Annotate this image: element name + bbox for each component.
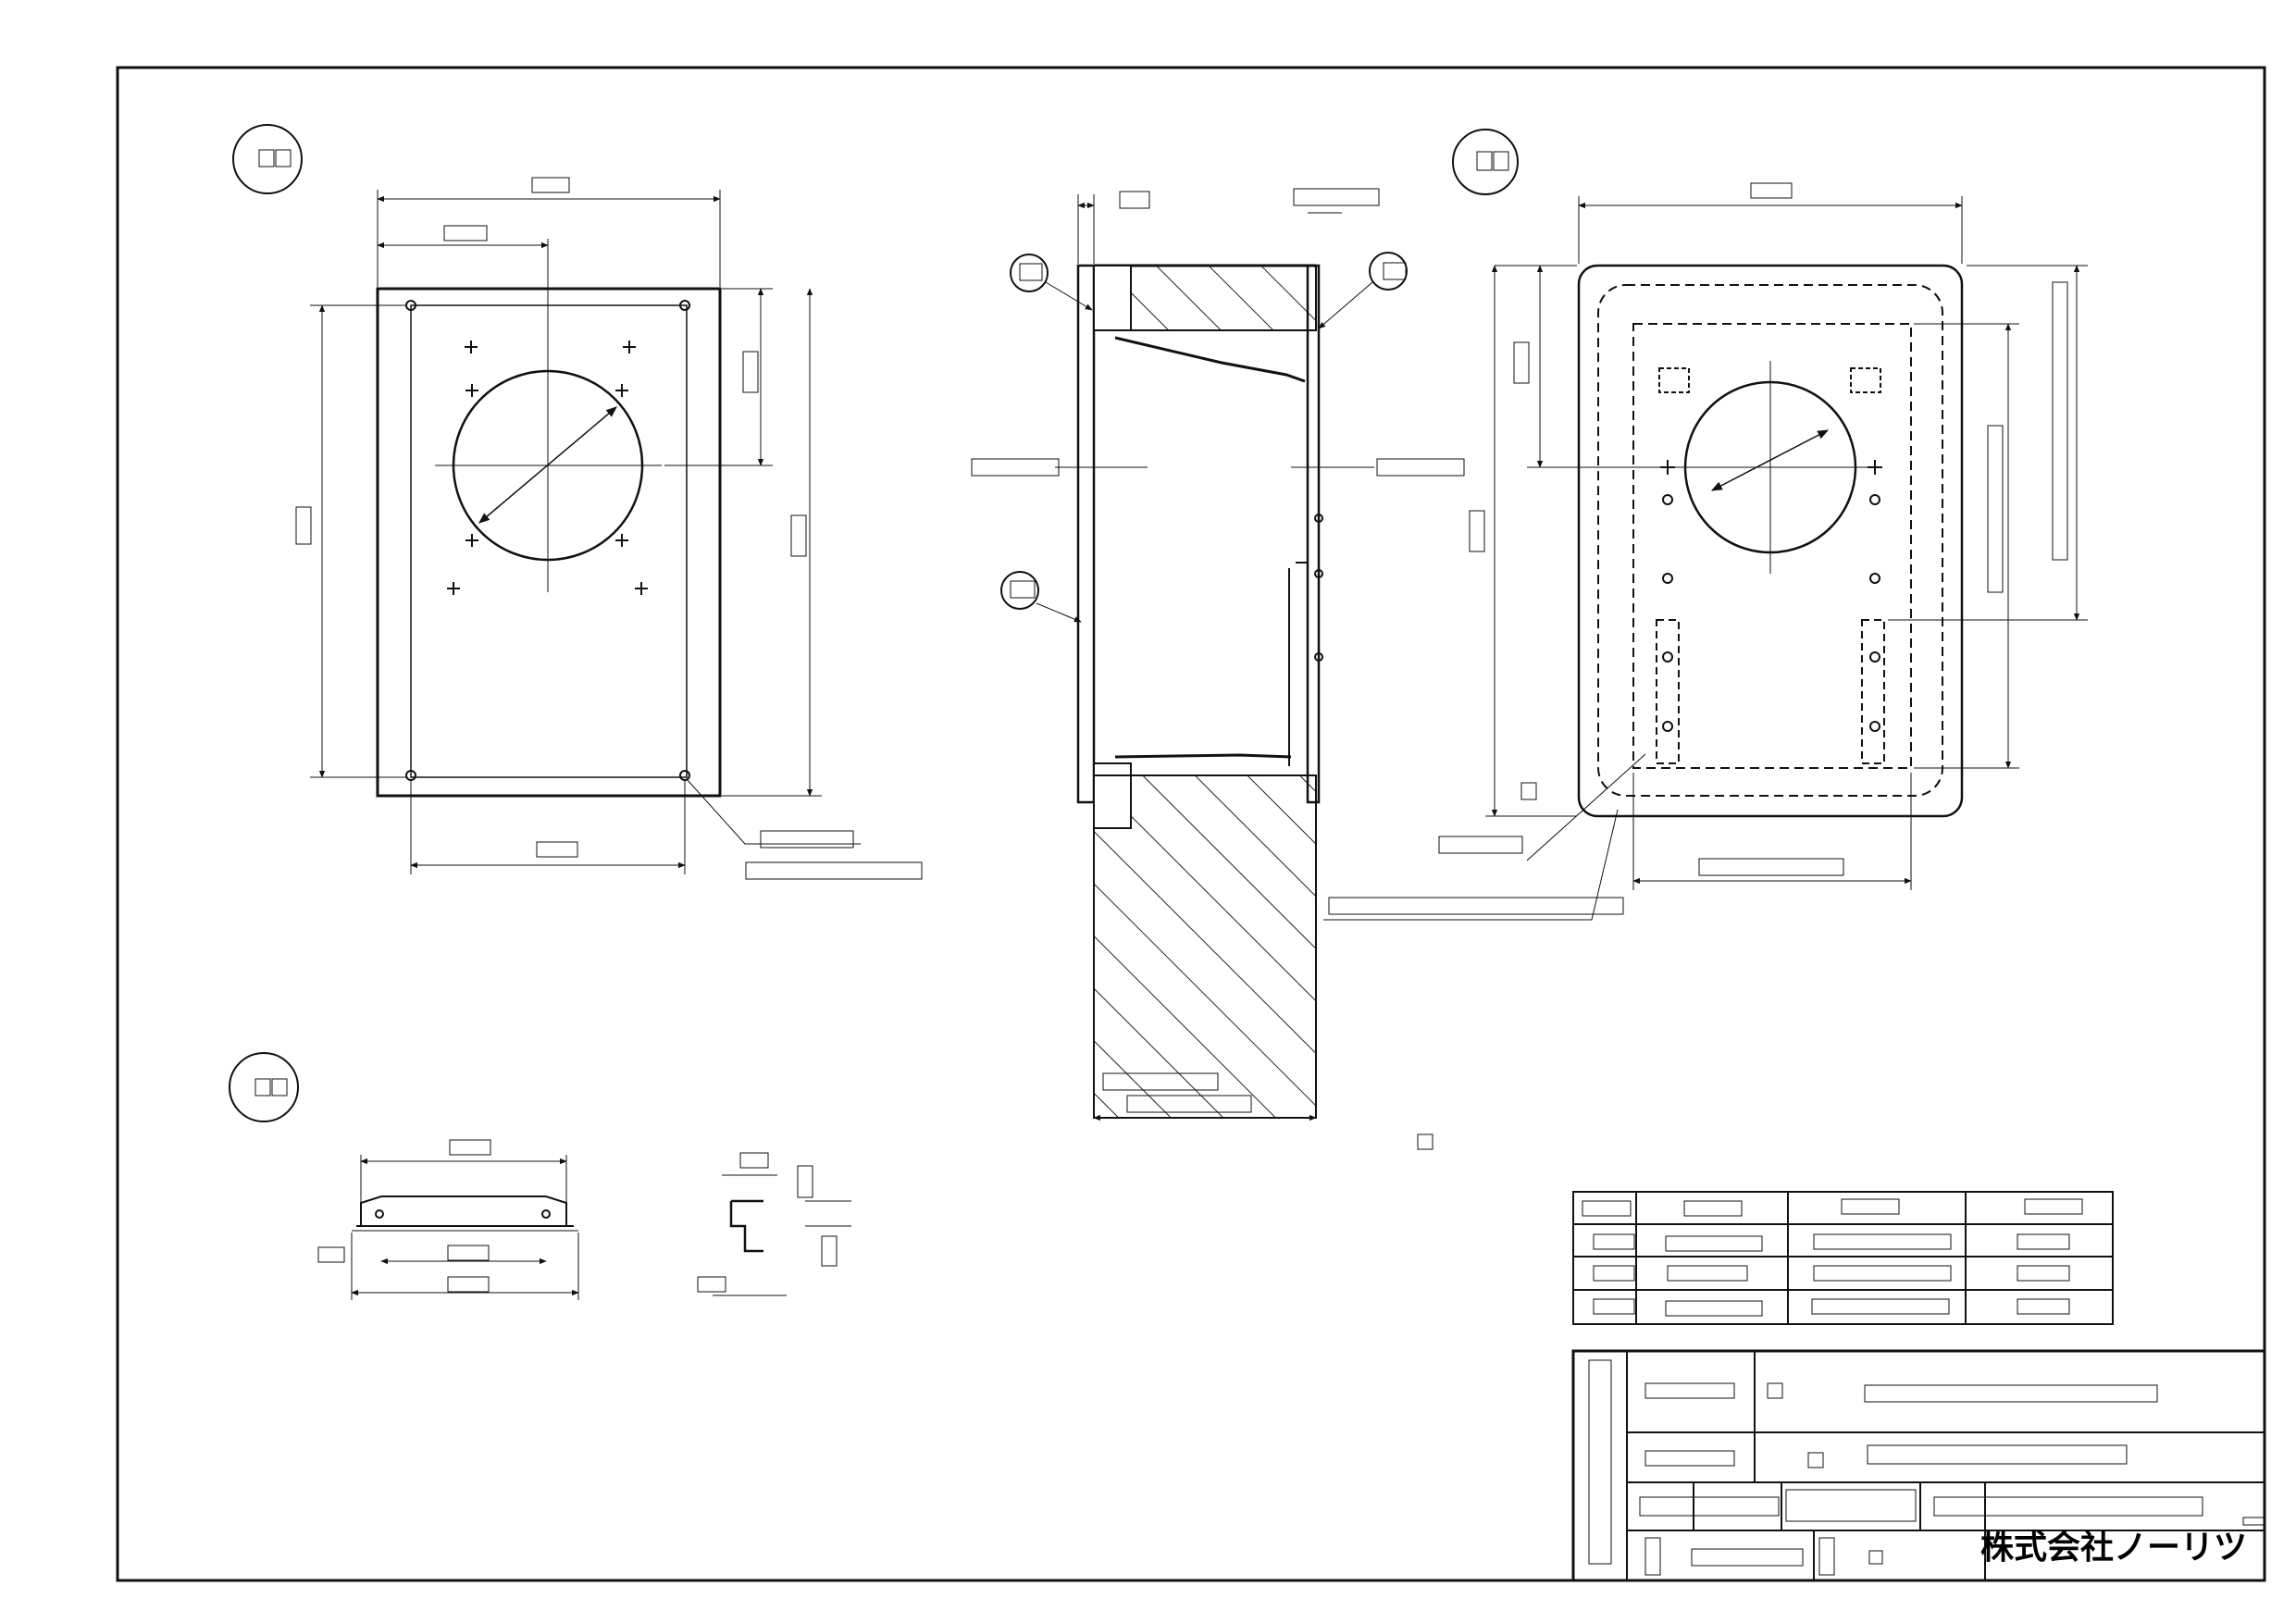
view-marker-3 <box>1369 252 1408 291</box>
title-block-labels <box>1588 1359 2265 1576</box>
back-plate-labels <box>1328 151 2068 1150</box>
title-block <box>1571 1349 2266 1582</box>
company-logo: 株式会社ノーリツ <box>1980 1529 2248 1567</box>
sheet-border <box>116 66 2266 1582</box>
front-plate-view <box>232 124 861 874</box>
side-detail-view <box>229 1052 851 1300</box>
view-marker-5 <box>1452 129 1519 195</box>
view-marker-6 <box>229 1052 299 1122</box>
parts-table-labels <box>1582 1198 2083 1317</box>
side-detail-labels <box>254 1078 838 1293</box>
view-marker-4 <box>1000 571 1039 610</box>
view-marker-2 <box>1010 254 1049 292</box>
front-plate-labels <box>258 149 923 880</box>
parts-table <box>1572 1191 2114 1325</box>
section-labels <box>971 188 1465 1113</box>
section-view <box>1000 194 1408 1121</box>
back-plate-view <box>1323 129 2088 921</box>
view-marker-1 <box>232 124 303 194</box>
wall-lower <box>1093 774 1317 1119</box>
